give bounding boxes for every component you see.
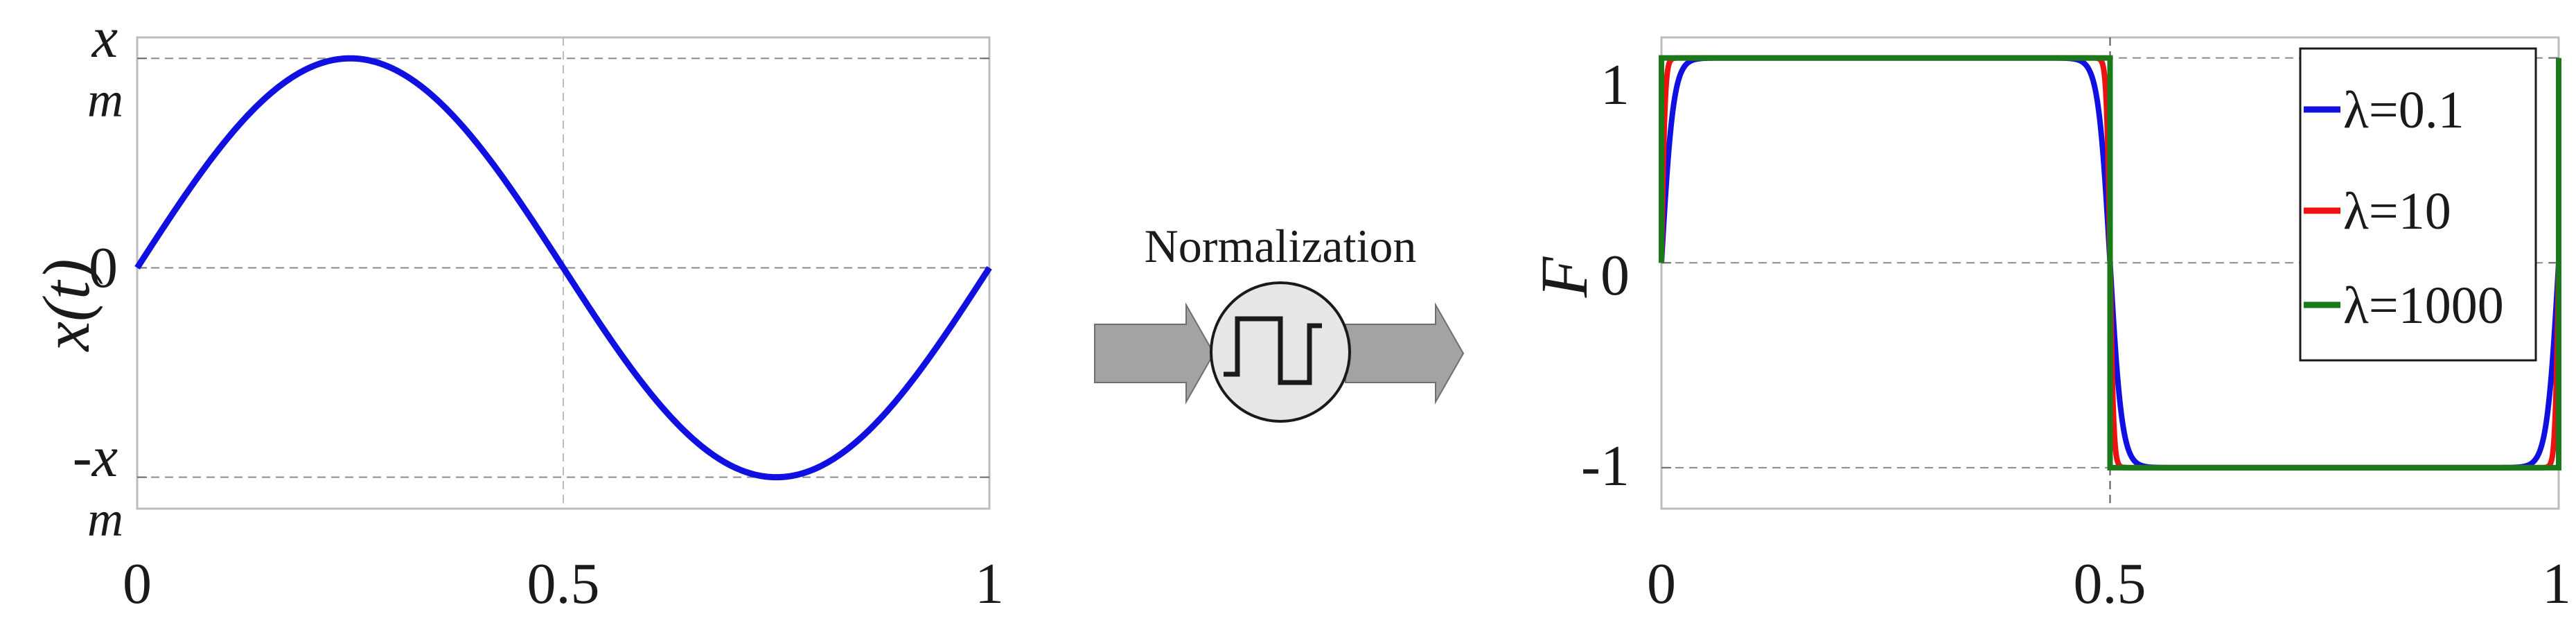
normalization-block: Normalization — [1094, 220, 1465, 423]
right-y-tick: 0 — [1600, 243, 1630, 308]
legend: λ=0.1 λ=10 λ=1000 — [2299, 47, 2537, 362]
square-wave-icon — [1224, 316, 1322, 385]
left-x-tick: 0 — [123, 552, 152, 616]
right-y-tick: 1 — [1600, 53, 1630, 117]
left-chart: x(t) xm0-xm 0 0.5 1 — [29, 6, 1004, 616]
output-arrow — [1345, 302, 1465, 405]
left-y-tick-subscript: m — [87, 72, 123, 128]
left-x-tick: 0.5 — [527, 552, 600, 616]
left-y-tick-subscript: m — [87, 491, 123, 547]
left-y-tick: 0 — [89, 236, 118, 300]
sine-wave-curve — [134, 55, 992, 481]
right-x-tick: 0 — [1647, 552, 1676, 616]
right-x-tick: 0.5 — [2074, 552, 2146, 616]
right-x-tick: 1 — [2542, 552, 2571, 616]
left-y-tick: x — [91, 6, 118, 70]
right-chart: F 1 0 -1 0 0.5 1 λ=0.1 λ=10 λ=1000 — [1527, 36, 2571, 616]
normalization-label: Normalization — [1145, 220, 1417, 272]
left-x-tick: 1 — [975, 552, 1004, 616]
legend-label: λ=1000 — [2343, 276, 2504, 335]
right-y-axis-label: F — [1527, 256, 1601, 298]
input-arrow — [1094, 302, 1215, 405]
right-y-tick: -1 — [1581, 434, 1630, 498]
left-y-tick: -x — [73, 425, 118, 489]
legend-label: λ=10 — [2343, 182, 2451, 240]
legend-label: λ=0.1 — [2343, 81, 2464, 139]
legend-box — [2299, 47, 2537, 362]
curve-lambda-1000 — [1659, 55, 2561, 471]
left-y-axis-label: x(t) — [29, 258, 103, 352]
